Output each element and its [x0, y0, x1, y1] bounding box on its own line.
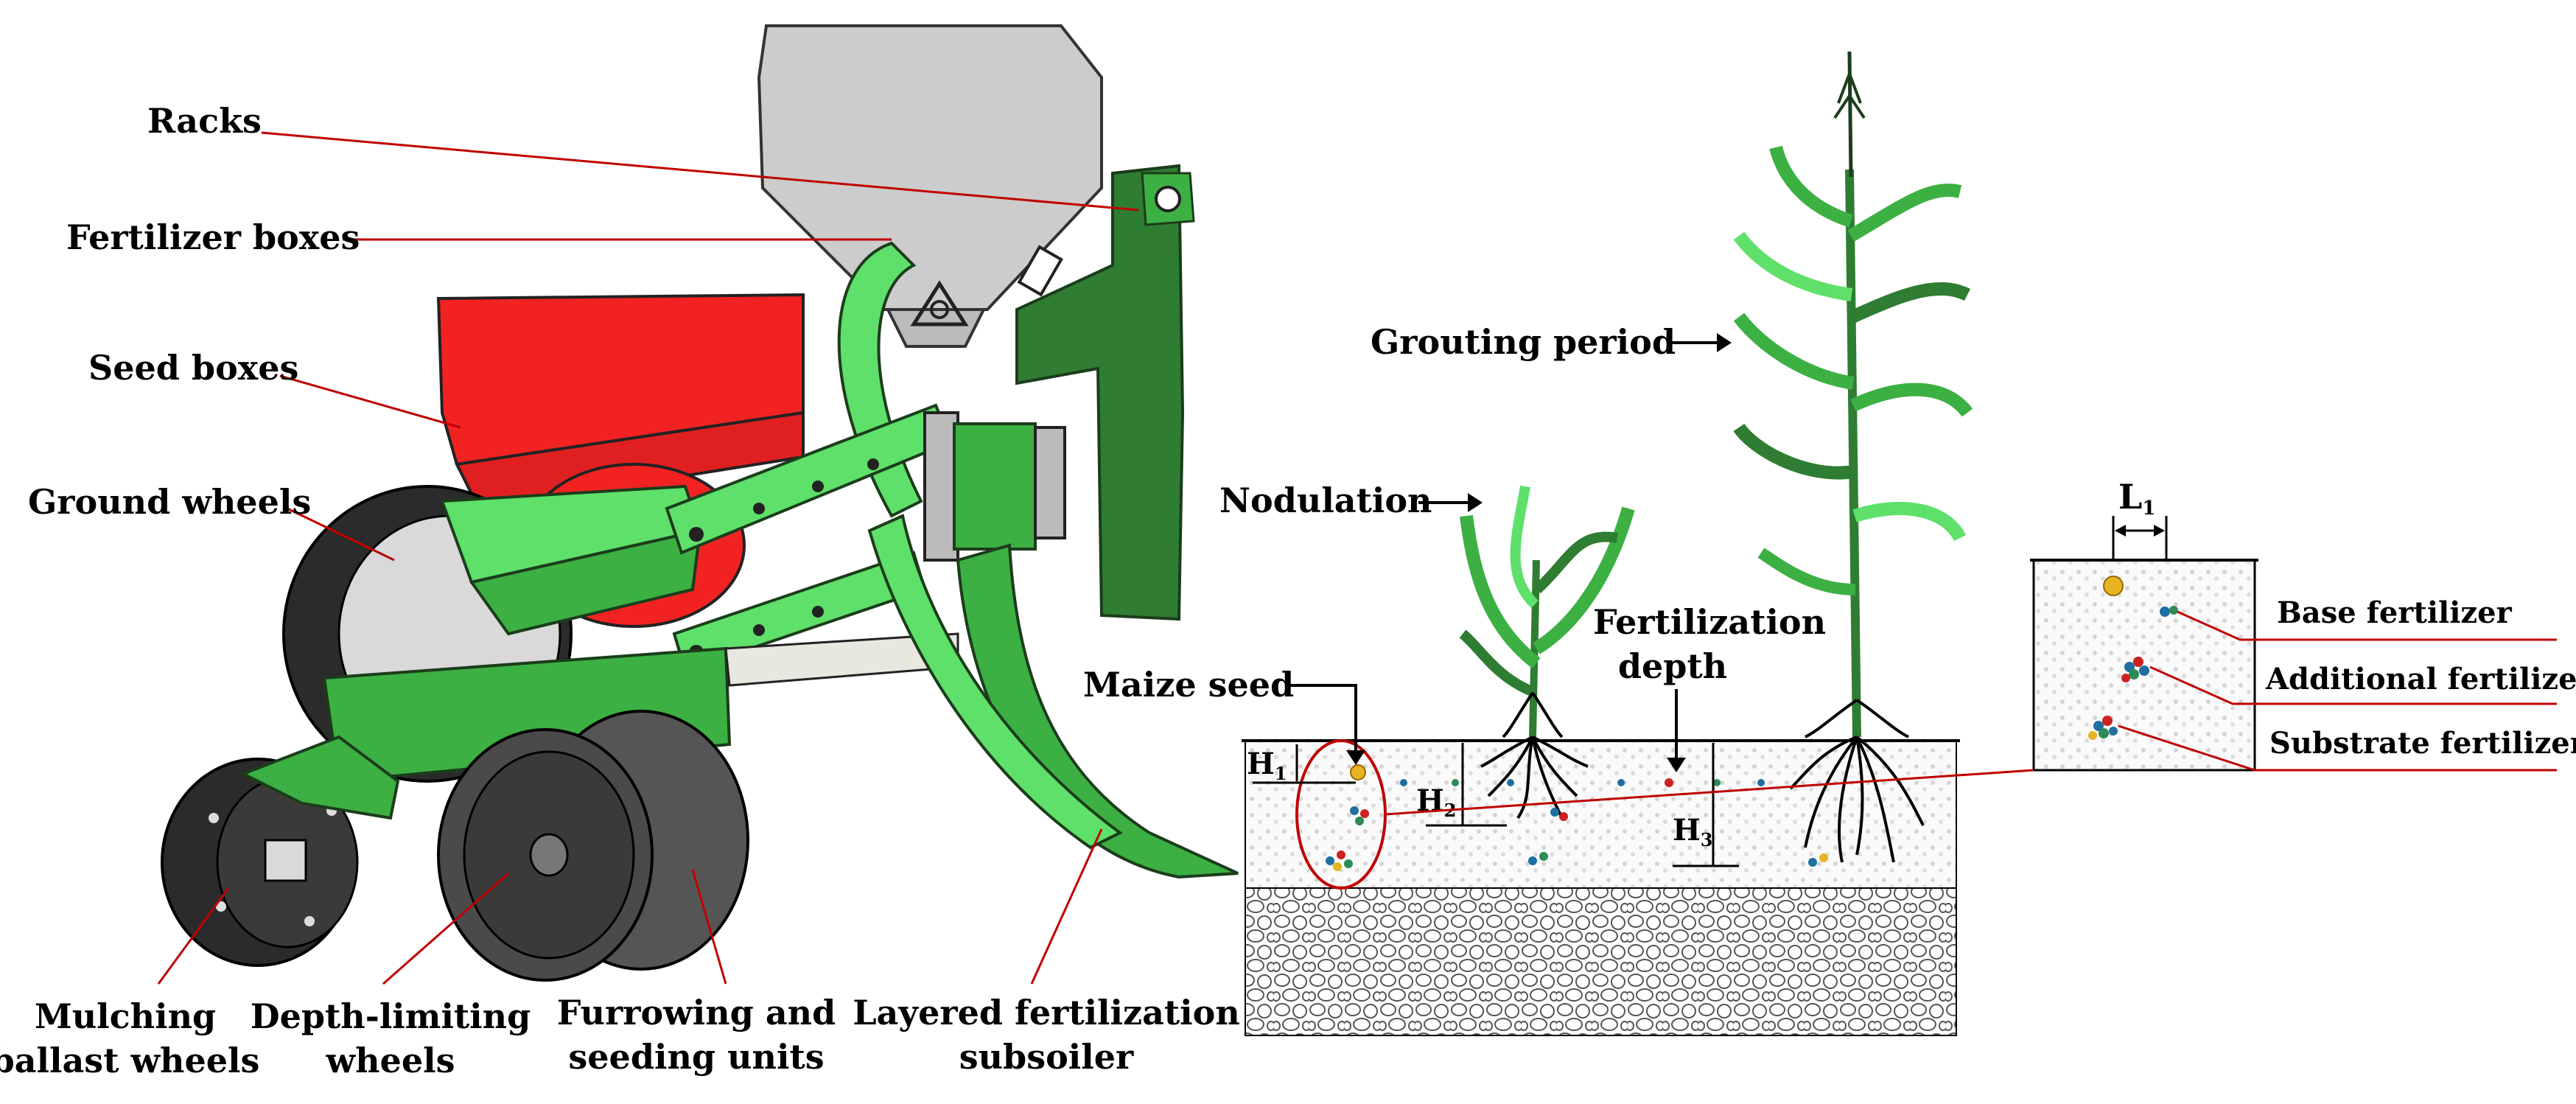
label-subsoiler-line2: subsoiler	[959, 1037, 1134, 1077]
rack	[1015, 164, 1185, 621]
detail-inset: L1 Base fertilizer Additional fertilizer…	[2030, 477, 2576, 772]
label-mulching-line2: ballast wheels	[0, 1041, 259, 1080]
depth-dimensions	[1253, 743, 1739, 867]
label-racks: Racks	[147, 101, 262, 141]
label-mulching-line1: Mulching	[35, 996, 216, 1036]
base-fertilizer-row	[1400, 778, 1765, 787]
field-label-group: Grouting period Nodulation Fertilization…	[1083, 322, 1826, 772]
depth-labels: H1 H2 H3	[1247, 747, 1713, 850]
label-ground-wheels: Ground wheels	[28, 482, 311, 522]
label-nodulation: Nodulation	[1219, 481, 1432, 520]
label-substrate-fertilizer: Substrate fertilizer	[2269, 726, 2576, 761]
label-seed-boxes: Seed boxes	[88, 348, 298, 388]
young-maize-roots	[1480, 691, 1589, 820]
young-maize-plant	[1459, 485, 1635, 820]
label-depth-limiting-line2: wheels	[326, 1041, 455, 1080]
label-depth-limiting-line1: Depth-limiting	[251, 996, 531, 1036]
machine-label-group: Racks Fertilizer boxes Seed boxes Ground…	[0, 101, 1240, 1080]
subsoil-layer	[1245, 887, 1957, 1036]
substrate-fertilizer-cluster	[1326, 850, 1828, 871]
label-base-fertilizer: Base fertilizer	[2277, 595, 2513, 630]
inset-connector	[1385, 769, 2034, 816]
machine-leaders	[157, 131, 1139, 985]
detail-additional-cluster	[2121, 657, 2149, 682]
detail-box	[2032, 559, 2256, 772]
maize-seed-icon	[1350, 764, 1366, 780]
detail-substrate-cluster	[2088, 716, 2118, 740]
soil-section	[1242, 739, 1960, 1036]
label-l1: L1	[2118, 477, 2155, 520]
label-fertilization-depth-line2: depth	[1618, 646, 1727, 686]
label-maize-seed: Maize seed	[1083, 665, 1294, 705]
label-h3: H3	[1673, 813, 1713, 850]
mature-maize-plant	[1733, 51, 1973, 863]
additional-fertilizer-cluster	[1350, 806, 1568, 825]
hopper-emblem-icon	[910, 280, 969, 326]
label-h1: H1	[1247, 747, 1287, 784]
detail-seed-icon	[2103, 576, 2124, 596]
label-furrowing-line2: seeding units	[568, 1037, 824, 1077]
soil-particles	[1326, 764, 1828, 871]
label-furrowing-line1: Furrowing and	[557, 993, 836, 1033]
label-fertilization-depth-line1: Fertilization	[1593, 602, 1826, 642]
mature-maize-roots	[1789, 699, 1925, 863]
seeder-machine	[161, 24, 1239, 982]
label-fertilizer-boxes: Fertilizer boxes	[66, 217, 360, 257]
label-additional-fertilizer: Additional fertilizer	[2265, 662, 2576, 696]
label-subsoiler-line1: Layered fertilization	[853, 993, 1240, 1033]
label-grouting-period: Grouting period	[1371, 322, 1676, 362]
